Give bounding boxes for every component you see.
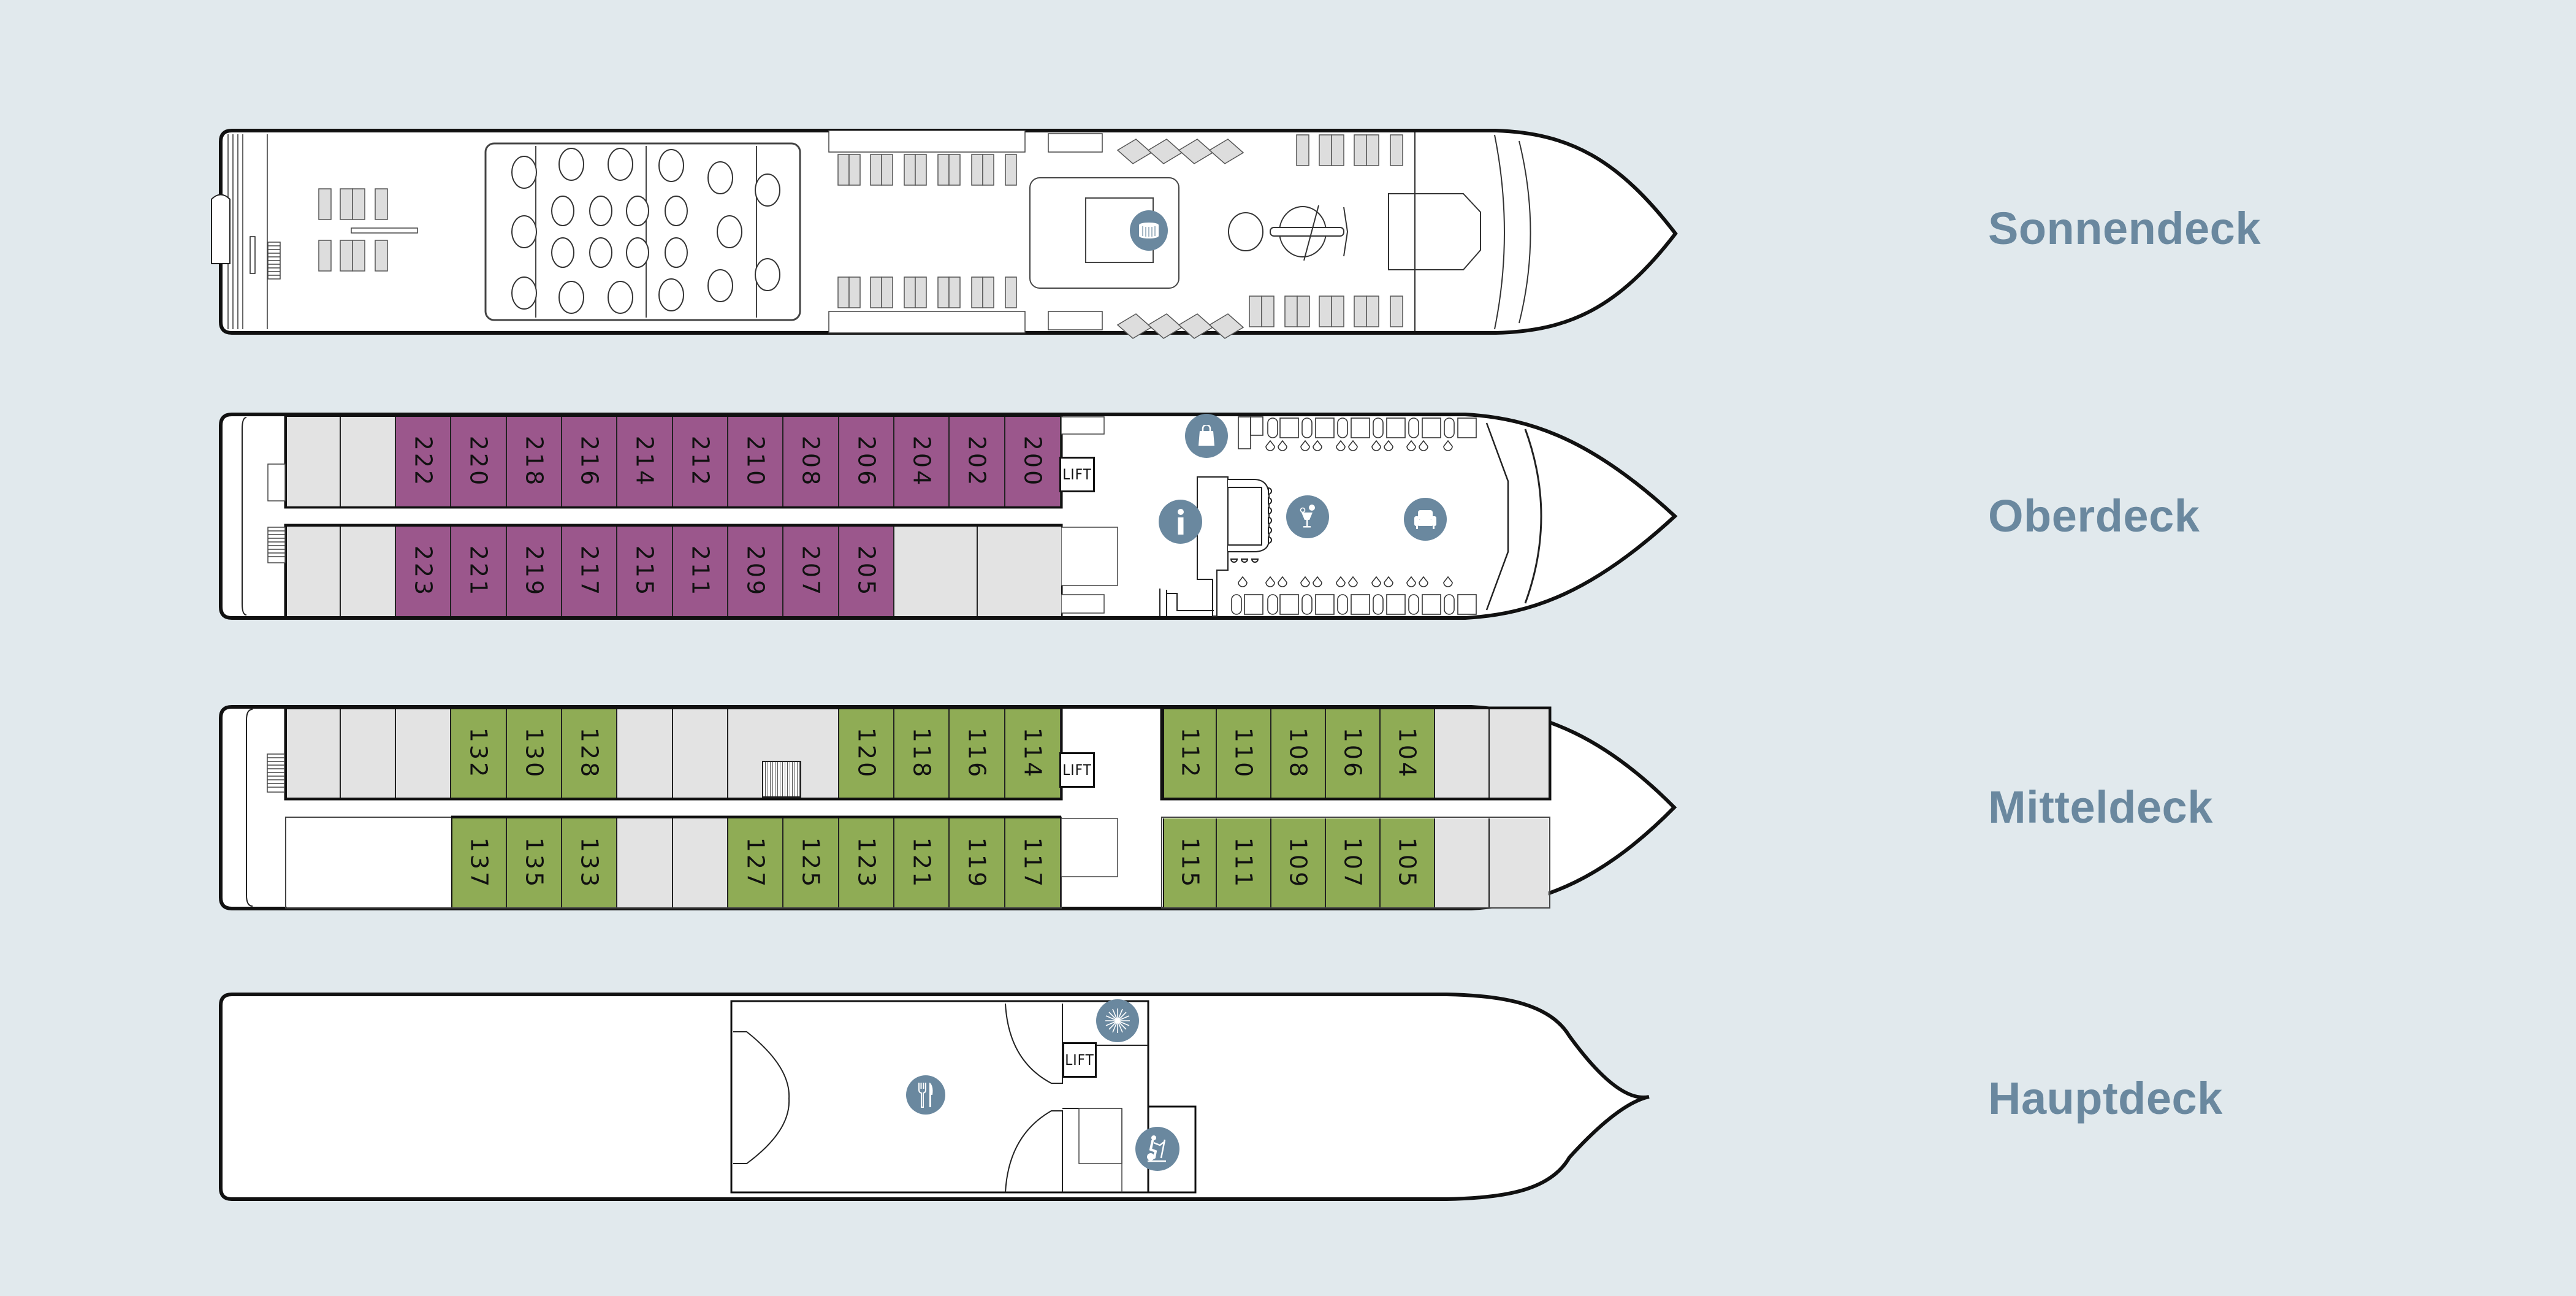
cabin-119[interactable]: 119 xyxy=(950,818,1005,907)
stairwell-area xyxy=(728,709,839,798)
info-icon xyxy=(1159,500,1202,544)
staircase xyxy=(762,761,801,798)
cabin-218[interactable]: 218 xyxy=(507,417,562,506)
service-area xyxy=(286,417,341,506)
cabin-133[interactable]: 133 xyxy=(562,818,617,907)
cabin-214[interactable]: 214 xyxy=(617,417,673,506)
deck-label-oberdeck: Oberdeck xyxy=(1988,490,2200,541)
cabin-106[interactable]: 106 xyxy=(1326,709,1381,798)
lift-hauptdeck: LIFT xyxy=(1062,1042,1097,1078)
service-area xyxy=(1435,818,1490,907)
cabin-137[interactable]: 137 xyxy=(451,818,507,907)
fitness-icon xyxy=(1135,1127,1179,1171)
service-area xyxy=(978,527,1061,616)
cabin-206[interactable]: 206 xyxy=(839,417,894,506)
cabin-104[interactable]: 104 xyxy=(1381,709,1435,798)
cabin-109[interactable]: 109 xyxy=(1271,818,1326,907)
service-area xyxy=(1490,818,1549,907)
cabin-121[interactable]: 121 xyxy=(894,818,950,907)
cabin-116[interactable]: 116 xyxy=(950,709,1005,798)
cabin-127[interactable]: 127 xyxy=(728,818,783,907)
service-area xyxy=(673,818,728,907)
service-area xyxy=(1490,709,1549,798)
lift-mitteldeck: LIFT xyxy=(1059,752,1095,788)
cabin-110[interactable]: 110 xyxy=(1217,709,1271,798)
cabin-105[interactable]: 105 xyxy=(1381,818,1435,907)
deck-label-sonnendeck: Sonnendeck xyxy=(1988,203,2261,254)
service-area xyxy=(617,709,673,798)
service-area xyxy=(396,709,451,798)
shop-icon xyxy=(1185,414,1228,458)
cabin-200[interactable]: 200 xyxy=(1005,417,1061,506)
cabin-132[interactable]: 132 xyxy=(451,709,507,798)
cabin-216[interactable]: 216 xyxy=(562,417,617,506)
cabin-219[interactable]: 219 xyxy=(507,527,562,616)
cabin-212[interactable]: 212 xyxy=(673,417,728,506)
service-area xyxy=(894,527,978,616)
cabin-120[interactable]: 120 xyxy=(839,709,894,798)
cabin-117[interactable]: 117 xyxy=(1005,818,1061,907)
cabin-222[interactable]: 222 xyxy=(396,417,451,506)
cabin-208[interactable]: 208 xyxy=(783,417,839,506)
lounge-armchair-icon xyxy=(1404,498,1447,541)
cabin-221[interactable]: 221 xyxy=(451,527,507,616)
deck-label-hauptdeck: Hauptdeck xyxy=(1988,1073,2223,1124)
cabin-207[interactable]: 207 xyxy=(783,527,839,616)
service-area xyxy=(673,709,728,798)
cabin-107[interactable]: 107 xyxy=(1326,818,1381,907)
cabin-209[interactable]: 209 xyxy=(728,527,783,616)
spa-sauna-icon xyxy=(1096,999,1139,1042)
cabin-135[interactable]: 135 xyxy=(507,818,562,907)
cabin-123[interactable]: 123 xyxy=(839,818,894,907)
cabin-130[interactable]: 130 xyxy=(507,709,562,798)
cabin-108[interactable]: 108 xyxy=(1271,709,1326,798)
service-area xyxy=(1435,709,1490,798)
restaurant-icon xyxy=(906,1075,945,1115)
cabin-205[interactable]: 205 xyxy=(839,527,894,616)
cabin-204[interactable]: 204 xyxy=(894,417,950,506)
cabin-217[interactable]: 217 xyxy=(562,527,617,616)
open-area xyxy=(287,818,451,907)
service-area xyxy=(341,527,396,616)
lift-oberdeck: LIFT xyxy=(1059,457,1095,492)
bar-cocktail-icon xyxy=(1286,495,1329,538)
cabin-128[interactable]: 128 xyxy=(562,709,617,798)
cabin-202[interactable]: 202 xyxy=(950,417,1005,506)
cabin-223[interactable]: 223 xyxy=(396,527,451,616)
service-area xyxy=(341,417,396,506)
cabin-211[interactable]: 211 xyxy=(673,527,728,616)
cabin-210[interactable]: 210 xyxy=(728,417,783,506)
cabin-220[interactable]: 220 xyxy=(451,417,507,506)
service-area xyxy=(617,818,673,907)
whirlpool-icon xyxy=(1130,210,1168,251)
service-area xyxy=(286,709,341,798)
cabin-125[interactable]: 125 xyxy=(783,818,839,907)
service-area xyxy=(286,527,341,616)
deck-label-mitteldeck: Mitteldeck xyxy=(1988,782,2213,833)
service-area xyxy=(341,709,396,798)
cabin-112[interactable]: 112 xyxy=(1163,709,1217,798)
cabin-215[interactable]: 215 xyxy=(617,527,673,616)
cabin-111[interactable]: 111 xyxy=(1217,818,1271,907)
cabin-118[interactable]: 118 xyxy=(894,709,950,798)
cabin-115[interactable]: 115 xyxy=(1163,818,1217,907)
